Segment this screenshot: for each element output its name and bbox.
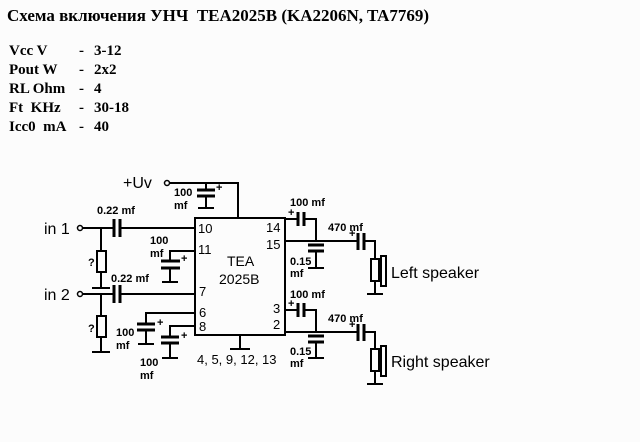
param-key: RL Ohm bbox=[9, 81, 66, 97]
left-output-capacitor: + 470 mf bbox=[328, 222, 376, 259]
supply-terminal bbox=[163, 179, 171, 187]
input-2-terminal bbox=[76, 290, 84, 298]
left-bootstrap-capacitor: + 100 mf bbox=[285, 197, 325, 241]
snubber-unit: mf bbox=[290, 268, 304, 280]
pin-7: 7 bbox=[199, 284, 206, 299]
plus-sign: + bbox=[181, 253, 187, 265]
param-key: Icc0 mA bbox=[9, 119, 67, 135]
pin-6: 6 bbox=[199, 305, 206, 320]
cap-unit: mf bbox=[140, 370, 154, 382]
cap-unit: mf bbox=[174, 200, 188, 212]
input-2-capacitor bbox=[112, 285, 122, 303]
left-snubber-capacitor: 0.15 mf bbox=[290, 243, 324, 280]
right-speaker bbox=[367, 345, 387, 385]
right-speaker-label: Right speaker bbox=[391, 354, 490, 371]
pin-15: 15 bbox=[266, 237, 280, 252]
output-cap-label: 470 mf bbox=[328, 222, 363, 234]
param-value: 4 bbox=[94, 81, 102, 97]
param-key: Vcc V bbox=[9, 43, 48, 59]
param-key: Ft KHz bbox=[9, 100, 61, 116]
param-value: 40 bbox=[94, 119, 109, 135]
left-speaker-label: Left speaker bbox=[391, 265, 480, 282]
chip-model: 2025B bbox=[219, 271, 259, 287]
pin-8: 8 bbox=[199, 319, 206, 334]
supply-label: +Uv bbox=[123, 175, 152, 192]
plus-sign: + bbox=[157, 317, 163, 329]
param-dash: - bbox=[79, 62, 84, 78]
param-dash: - bbox=[79, 81, 84, 97]
pin-11: 11 bbox=[198, 242, 212, 257]
input-1-cap-label: 0.22 mf bbox=[97, 205, 135, 217]
param-value: 3-12 bbox=[94, 43, 122, 59]
chip-name: TEA bbox=[227, 253, 255, 269]
input-1-label: in 1 bbox=[44, 221, 70, 238]
input-1-capacitor bbox=[112, 219, 122, 237]
bootstrap-cap-label: 100 mf bbox=[290, 197, 325, 209]
pin-10: 10 bbox=[198, 221, 212, 236]
cap-unit: mf bbox=[116, 340, 130, 352]
resistor-2-label: ? bbox=[88, 323, 95, 335]
cap-value: 100 bbox=[150, 235, 168, 247]
input-2-cap-label: 0.22 mf bbox=[111, 273, 149, 285]
supply-wire bbox=[170, 182, 239, 218]
pin-3: 3 bbox=[273, 301, 280, 316]
resistor-2 bbox=[96, 315, 107, 338]
pin-14: 14 bbox=[266, 220, 280, 235]
pin-11-capacitor: + 100 mf bbox=[150, 235, 195, 283]
output-cap-label: 470 mf bbox=[328, 313, 363, 325]
chip-ground bbox=[230, 335, 250, 350]
right-snubber-capacitor: 0.15 mf bbox=[290, 334, 324, 370]
cap-value: 100 bbox=[140, 357, 158, 369]
cap-unit: mf bbox=[150, 248, 164, 260]
plus-sign: + bbox=[349, 319, 355, 331]
plus-sign: + bbox=[216, 182, 222, 194]
pin-8-capacitor: + 100 mf bbox=[140, 325, 195, 382]
plus-sign: + bbox=[288, 298, 294, 310]
plus-sign: + bbox=[181, 330, 187, 342]
snubber-unit: mf bbox=[290, 358, 304, 370]
ground-pins-label: 4, 5, 9, 12, 13 bbox=[197, 352, 277, 367]
bootstrap-cap-label: 100 mf bbox=[290, 289, 325, 301]
param-dash: - bbox=[79, 100, 84, 116]
supply-capacitor: + 100 mf bbox=[174, 182, 222, 212]
input-1-terminal bbox=[76, 224, 84, 232]
param-dash: - bbox=[79, 119, 84, 135]
right-bootstrap-capacitor: + 100 mf bbox=[285, 289, 325, 332]
plus-sign: + bbox=[288, 207, 294, 219]
snubber-value: 0.15 bbox=[290, 346, 311, 358]
right-output-capacitor: + 470 mf bbox=[328, 313, 376, 349]
param-value: 30-18 bbox=[94, 100, 129, 116]
cap-value: 100 bbox=[116, 327, 134, 339]
param-value: 2x2 bbox=[94, 62, 117, 78]
pin-2: 2 bbox=[273, 317, 280, 332]
snubber-value: 0.15 bbox=[290, 256, 311, 268]
left-speaker bbox=[367, 255, 387, 295]
param-dash: - bbox=[79, 43, 84, 59]
resistor-1-label: ? bbox=[88, 257, 95, 269]
input-2-label: in 2 bbox=[44, 287, 70, 304]
param-key: Pout W bbox=[9, 62, 58, 78]
pin-6-capacitor: + 100 mf bbox=[116, 312, 195, 352]
resistor-1 bbox=[96, 250, 107, 273]
plus-sign: + bbox=[349, 228, 355, 240]
page-title: Схема включения УНЧ TEA2025B (KA2206N, T… bbox=[7, 6, 430, 25]
cap-value: 100 bbox=[174, 187, 192, 199]
